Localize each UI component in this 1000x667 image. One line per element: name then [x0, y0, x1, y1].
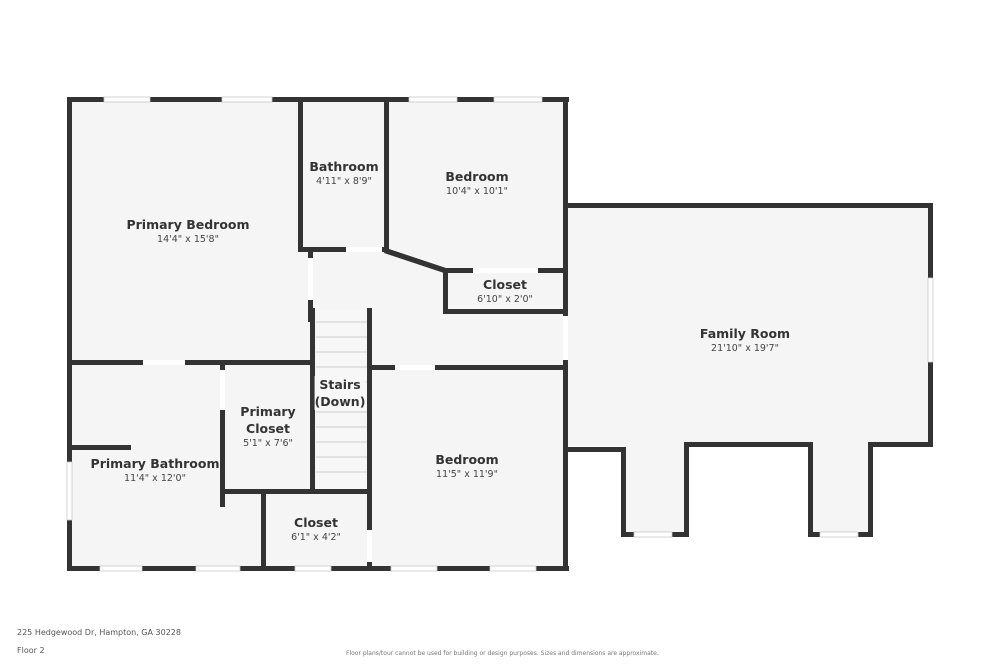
windows — [66, 96, 934, 572]
doors — [143, 247, 568, 562]
room-dimensions: 6'1" x 4'2" — [291, 532, 341, 543]
room-dimensions: 6'10" x 2'0" — [477, 294, 533, 305]
room-primary-bathroom: Primary Bathroom 11'4" x 12'0" — [91, 455, 220, 485]
room-name: Primary Bathroom — [90, 456, 220, 471]
room-dimensions: 14'4" x 15'8" — [157, 234, 219, 245]
room-name: Bedroom — [435, 452, 499, 467]
room-dimensions: 11'4" x 12'0" — [124, 473, 186, 484]
room-dimensions: 5'1" x 7'6" — [243, 438, 293, 449]
room-dimensions: 4'11" x 8'9" — [316, 176, 372, 187]
room-dimensions: 21'10" x 19'7" — [711, 343, 779, 354]
room-name: Family Room — [699, 326, 791, 341]
room-family-room: Family Room 21'10" x 19'7" — [700, 325, 790, 355]
room-closet-2: Closet 6'1" x 4'2" — [291, 514, 341, 544]
property-address: 225 Hedgewood Dr, Hampton, GA 30228 — [17, 628, 181, 637]
room-name: Closet — [483, 277, 527, 292]
room-stairs: Stairs (Down) — [314, 376, 366, 410]
room-name: Bedroom — [445, 169, 509, 184]
room-dimensions: 11'5" x 11'9" — [436, 469, 498, 480]
room-name: Stairs — [319, 377, 361, 392]
room-bedroom-1: Bedroom 10'4" x 10'1" — [445, 168, 508, 198]
floor-label: Floor 2 — [17, 646, 45, 655]
room-name-line2: Closet — [246, 421, 290, 436]
room-name: Primary — [240, 404, 296, 419]
room-bathroom: Bathroom 4'11" x 8'9" — [309, 158, 378, 188]
room-name-line2: (Down) — [314, 394, 366, 409]
room-dimensions: 10'4" x 10'1" — [446, 186, 508, 197]
room-bedroom-2: Bedroom 11'5" x 11'9" — [435, 451, 498, 481]
room-name: Bathroom — [309, 159, 379, 174]
room-closet-1: Closet 6'10" x 2'0" — [477, 276, 533, 306]
room-name: Primary Bedroom — [126, 217, 250, 232]
room-primary-bedroom: Primary Bedroom 14'4" x 15'8" — [126, 216, 249, 246]
room-name: Closet — [294, 515, 338, 530]
disclaimer: Floor plans/tour cannot be used for buil… — [346, 650, 659, 657]
room-primary-closet: Primary Closet 5'1" x 7'6" — [240, 403, 295, 450]
